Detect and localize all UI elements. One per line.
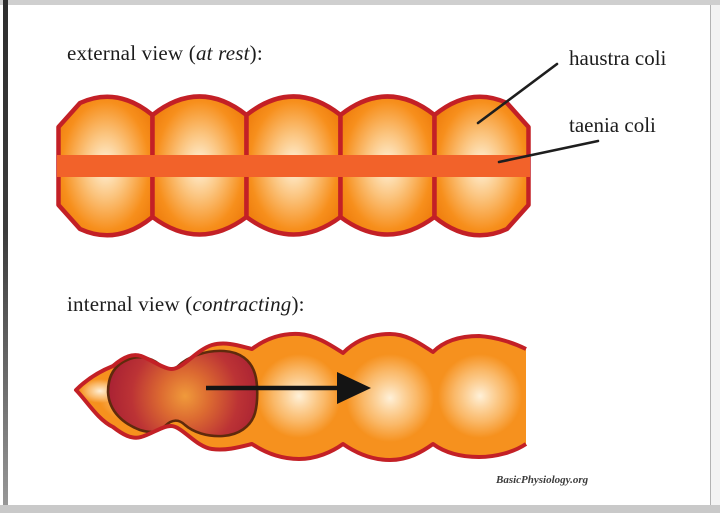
taenia-coli-band (57, 155, 530, 177)
page-top-border (0, 0, 720, 5)
page-right-border (710, 5, 711, 505)
external-view-title: external view (at rest): (67, 41, 263, 66)
external-view-title-prefix: external view ( (67, 41, 196, 65)
colon-tube-outline (74, 331, 528, 462)
external-view-colon (56, 94, 531, 238)
haustra-coli-label: haustra coli (569, 46, 667, 70)
internal-view-title-suffix: ): (291, 292, 305, 316)
page-right-margin (711, 5, 720, 505)
external-view-title-suffix: ): (249, 41, 263, 65)
peristalsis-arrow-head (337, 372, 371, 404)
internal-view-title-prefix: internal view ( (67, 292, 193, 316)
page-left-spine (3, 0, 8, 513)
taenia-pointer-line (497, 139, 600, 164)
internal-view-title-italic: contracting (192, 292, 292, 316)
source-attribution: BasicPhysiology.org (496, 474, 589, 486)
internal-view-title: internal view (contracting): (67, 292, 305, 317)
taenia-coli-label: taenia coli (569, 113, 656, 137)
internal-view-colon (74, 331, 528, 462)
page-bottom-border (0, 505, 720, 513)
haustra-pointer-line (476, 62, 559, 125)
external-view-title-italic: at rest (195, 41, 250, 65)
